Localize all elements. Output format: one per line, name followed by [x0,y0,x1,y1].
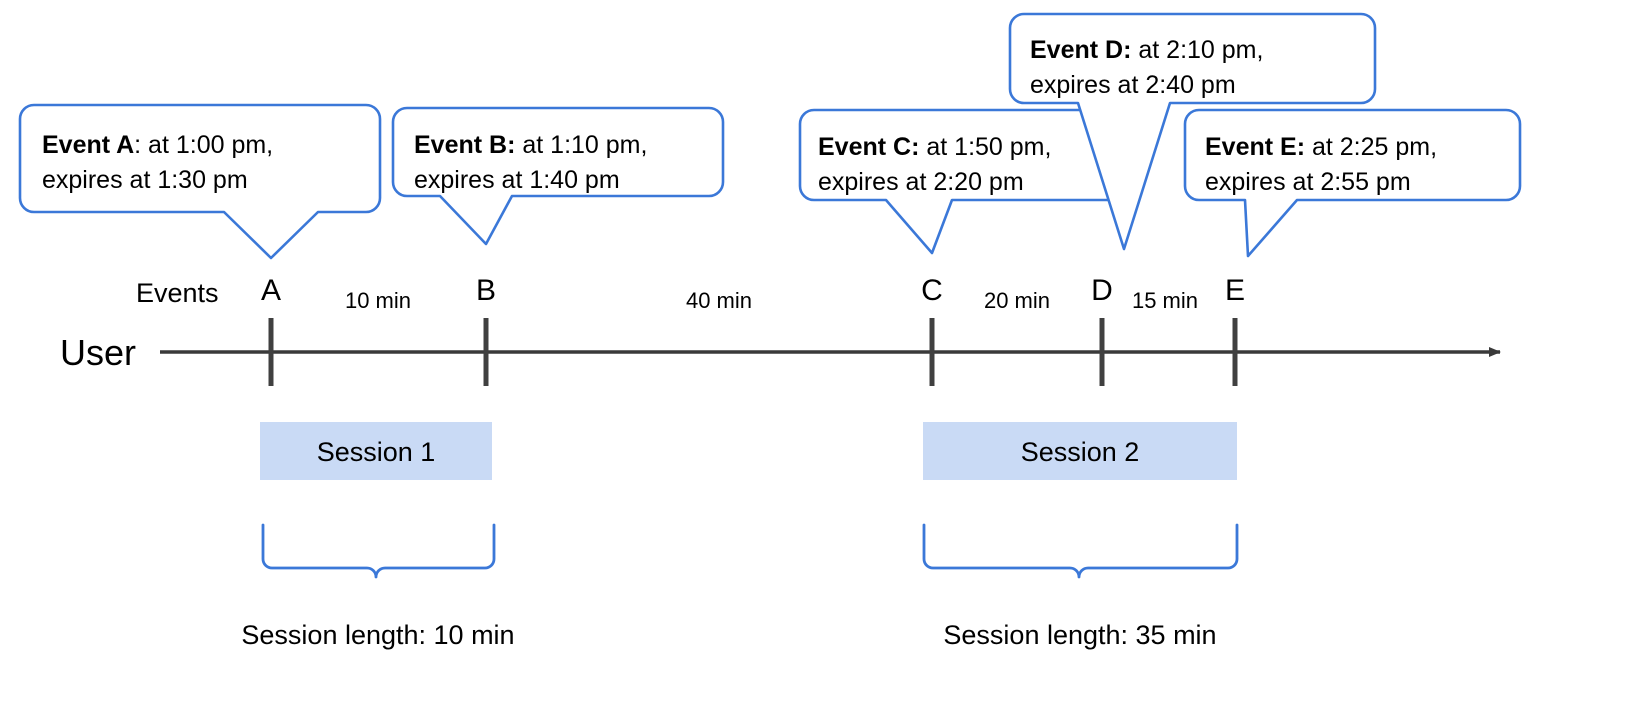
callout-a-event-name: Event A [42,131,135,159]
brace-session-2 [922,523,1239,579]
callout-event-b[interactable] [391,106,725,246]
callout-b-event-name: Event B [414,131,508,159]
callout-a-line2: expires at 1:30 pm [42,166,248,194]
axis-label-events: Events [136,278,219,308]
callout-a-text: Event A: at 1:00 pm, expires at 1:30 pm [42,128,372,198]
callout-d-line1: at 2:10 pm, [1131,36,1264,64]
tick-label-c: C [921,274,943,307]
callout-e-shape [1183,108,1522,258]
callout-e-separator: : [1296,133,1306,161]
callout-d-text: Event D: at 2:10 pm, expires at 2:40 pm [1030,33,1360,103]
session-label-2: Session 2 [1020,437,1140,467]
callout-b-line2: expires at 1:40 pm [414,166,620,194]
callout-event-e[interactable] [1183,108,1522,258]
axis-label-user: User [60,332,137,373]
callout-c-line1: at 1:50 pm, [919,133,1052,161]
session-caption-2: Session length: 35 min [943,620,1217,650]
session-bar-2 [923,422,1237,480]
callout-event-a[interactable] [18,103,382,260]
callout-d-event-name: Event D [1030,36,1124,64]
callout-e-event-name: Event E [1205,133,1297,161]
callout-event-d[interactable] [1008,12,1377,251]
callout-e-line2: expires at 2:55 pm [1205,168,1411,196]
callout-b-line1: at 1:10 pm, [515,131,648,159]
session-caption-1: Session length: 10 min [241,620,515,650]
callout-a-separator: : [134,131,142,159]
callout-d-shape [1008,12,1377,251]
tick-label-a: A [260,274,281,307]
callout-b-text: Event B: at 1:10 pm, expires at 1:40 pm [414,128,714,198]
callout-d-line2: expires at 2:40 pm [1030,71,1236,99]
callout-d-separator: : [1123,36,1132,64]
interval-label-b-c: 40 min [685,288,753,313]
brace-session-1 [261,523,496,579]
callout-c-event-name: Event C [818,133,912,161]
interval-label-d-e: 15 min [1131,288,1199,313]
callout-a-shape [18,103,382,260]
callout-e-text: Event E: at 2:25 pm, expires at 2:55 pm [1205,130,1515,200]
interval-label-a-b: 10 min [344,288,412,313]
callout-c-text: Event C: at 1:50 pm, expires at 2:20 pm [818,130,1128,200]
callout-b-separator: : [507,131,516,159]
callout-b-shape [391,106,725,246]
callout-a-line1: at 1:00 pm, [141,131,274,159]
callout-c-line2: expires at 2:20 pm [818,168,1024,196]
callout-c-separator: : [911,133,920,161]
session-label-1: Session 1 [316,437,436,467]
callout-e-line1: at 2:25 pm, [1305,133,1438,161]
tick-label-e: E [1224,274,1245,307]
tick-label-d: D [1091,274,1113,307]
session-bar-1 [260,422,492,480]
interval-label-c-d: 20 min [983,288,1051,313]
tick-label-b: B [475,274,496,307]
